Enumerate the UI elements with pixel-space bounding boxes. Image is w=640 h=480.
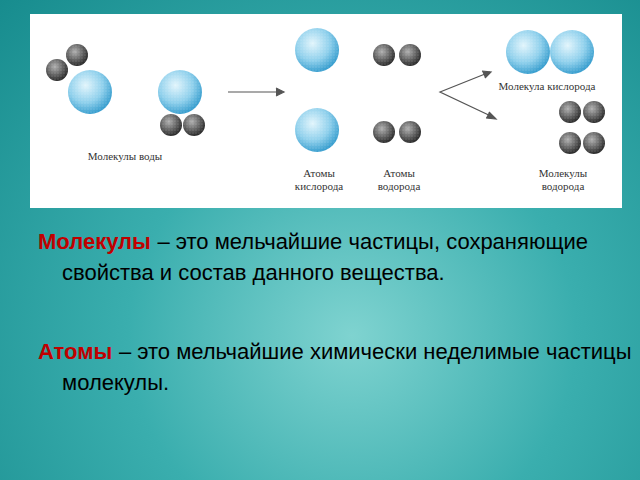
hydrogen-atom [66, 44, 88, 66]
hydrogen-atom [583, 101, 605, 123]
atom-texture [183, 114, 205, 136]
hydrogen-atom [183, 114, 205, 136]
atom-texture [295, 108, 339, 152]
oxygen-atom [550, 30, 594, 74]
definition: Атомы– это мельчайшие химически неделимы… [38, 336, 632, 398]
term: Атомы [38, 339, 112, 364]
atom-texture [506, 30, 550, 74]
atom-texture [158, 70, 202, 114]
caption-label: Молекула кислорода [484, 80, 610, 93]
hydrogen-atom [583, 132, 605, 154]
atom-texture [559, 132, 581, 154]
caption-label: Атомы кислорода [286, 167, 352, 193]
atom-texture [66, 44, 88, 66]
caption-label: Молекулы водорода [528, 167, 598, 193]
oxygen-atom [295, 28, 339, 72]
oxygen-atom [158, 70, 202, 114]
oxygen-atom [506, 30, 550, 74]
oxygen-atom [68, 70, 112, 114]
hydrogen-atom [559, 101, 581, 123]
hydrogen-atom [399, 44, 421, 66]
atom-texture [583, 101, 605, 123]
atom-texture [550, 30, 594, 74]
definition-text: – это мельчайшие химически неделимые час… [62, 339, 631, 395]
hydrogen-atom [160, 114, 182, 136]
atom-texture [373, 121, 395, 143]
term: Молекулы [38, 229, 151, 254]
hydrogen-atom [373, 44, 395, 66]
hydrogen-atom [46, 59, 68, 81]
atom-texture [46, 59, 68, 81]
atom-texture [160, 114, 182, 136]
atom-texture [559, 101, 581, 123]
hydrogen-atom [373, 121, 395, 143]
hydrogen-atom [559, 132, 581, 154]
atom-texture [295, 28, 339, 72]
hydrogen-atom [399, 121, 421, 143]
atom-texture [68, 70, 112, 114]
atom-texture [373, 44, 395, 66]
definition: Молекулы– это мельчайшие частицы, сохран… [38, 226, 632, 288]
caption-label: Молекулы воды [70, 150, 180, 163]
atom-texture [399, 44, 421, 66]
atom-texture [399, 121, 421, 143]
caption-label: Атомы водорода [366, 167, 432, 193]
oxygen-atom [295, 108, 339, 152]
atom-texture [583, 132, 605, 154]
